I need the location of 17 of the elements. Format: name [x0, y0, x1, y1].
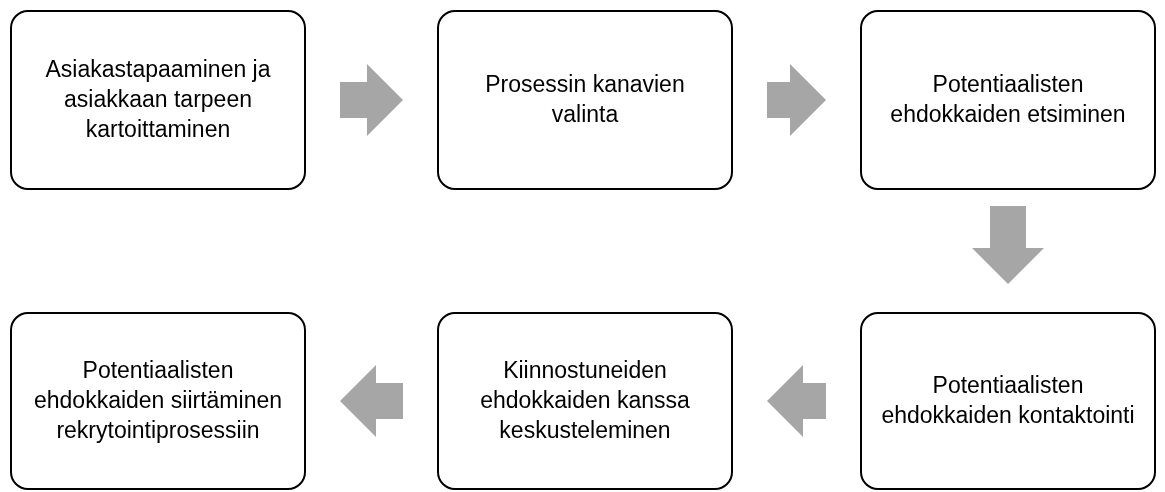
block-arrow [767, 64, 826, 136]
process-box [10, 10, 306, 190]
block-arrow [340, 365, 403, 437]
block-arrow [972, 206, 1044, 284]
process-box [860, 312, 1156, 490]
step-text: Potentiaalisten ehdokkaiden kontaktointi [880, 371, 1136, 430]
process-box [860, 10, 1156, 190]
block-arrow [340, 64, 403, 136]
process-box [437, 312, 733, 490]
step-text: Potentiaalisten ehdokkaiden etsiminen [889, 70, 1127, 129]
step-text: Asiakastapaaminen ja asiakkaan tarpeen kartoittaminen [44, 55, 272, 144]
block-arrow [767, 365, 826, 437]
process-box [437, 10, 733, 190]
step-text: Prosessin kanavien valinta [484, 70, 686, 129]
step-text: Kiinnostuneiden ehdokkaiden kanssa keskusteleminen [479, 356, 691, 445]
step-text: Potentiaalisten ehdokkaiden siirtäminen rekrytointiprosessiin [32, 356, 283, 445]
process-box [10, 312, 306, 490]
